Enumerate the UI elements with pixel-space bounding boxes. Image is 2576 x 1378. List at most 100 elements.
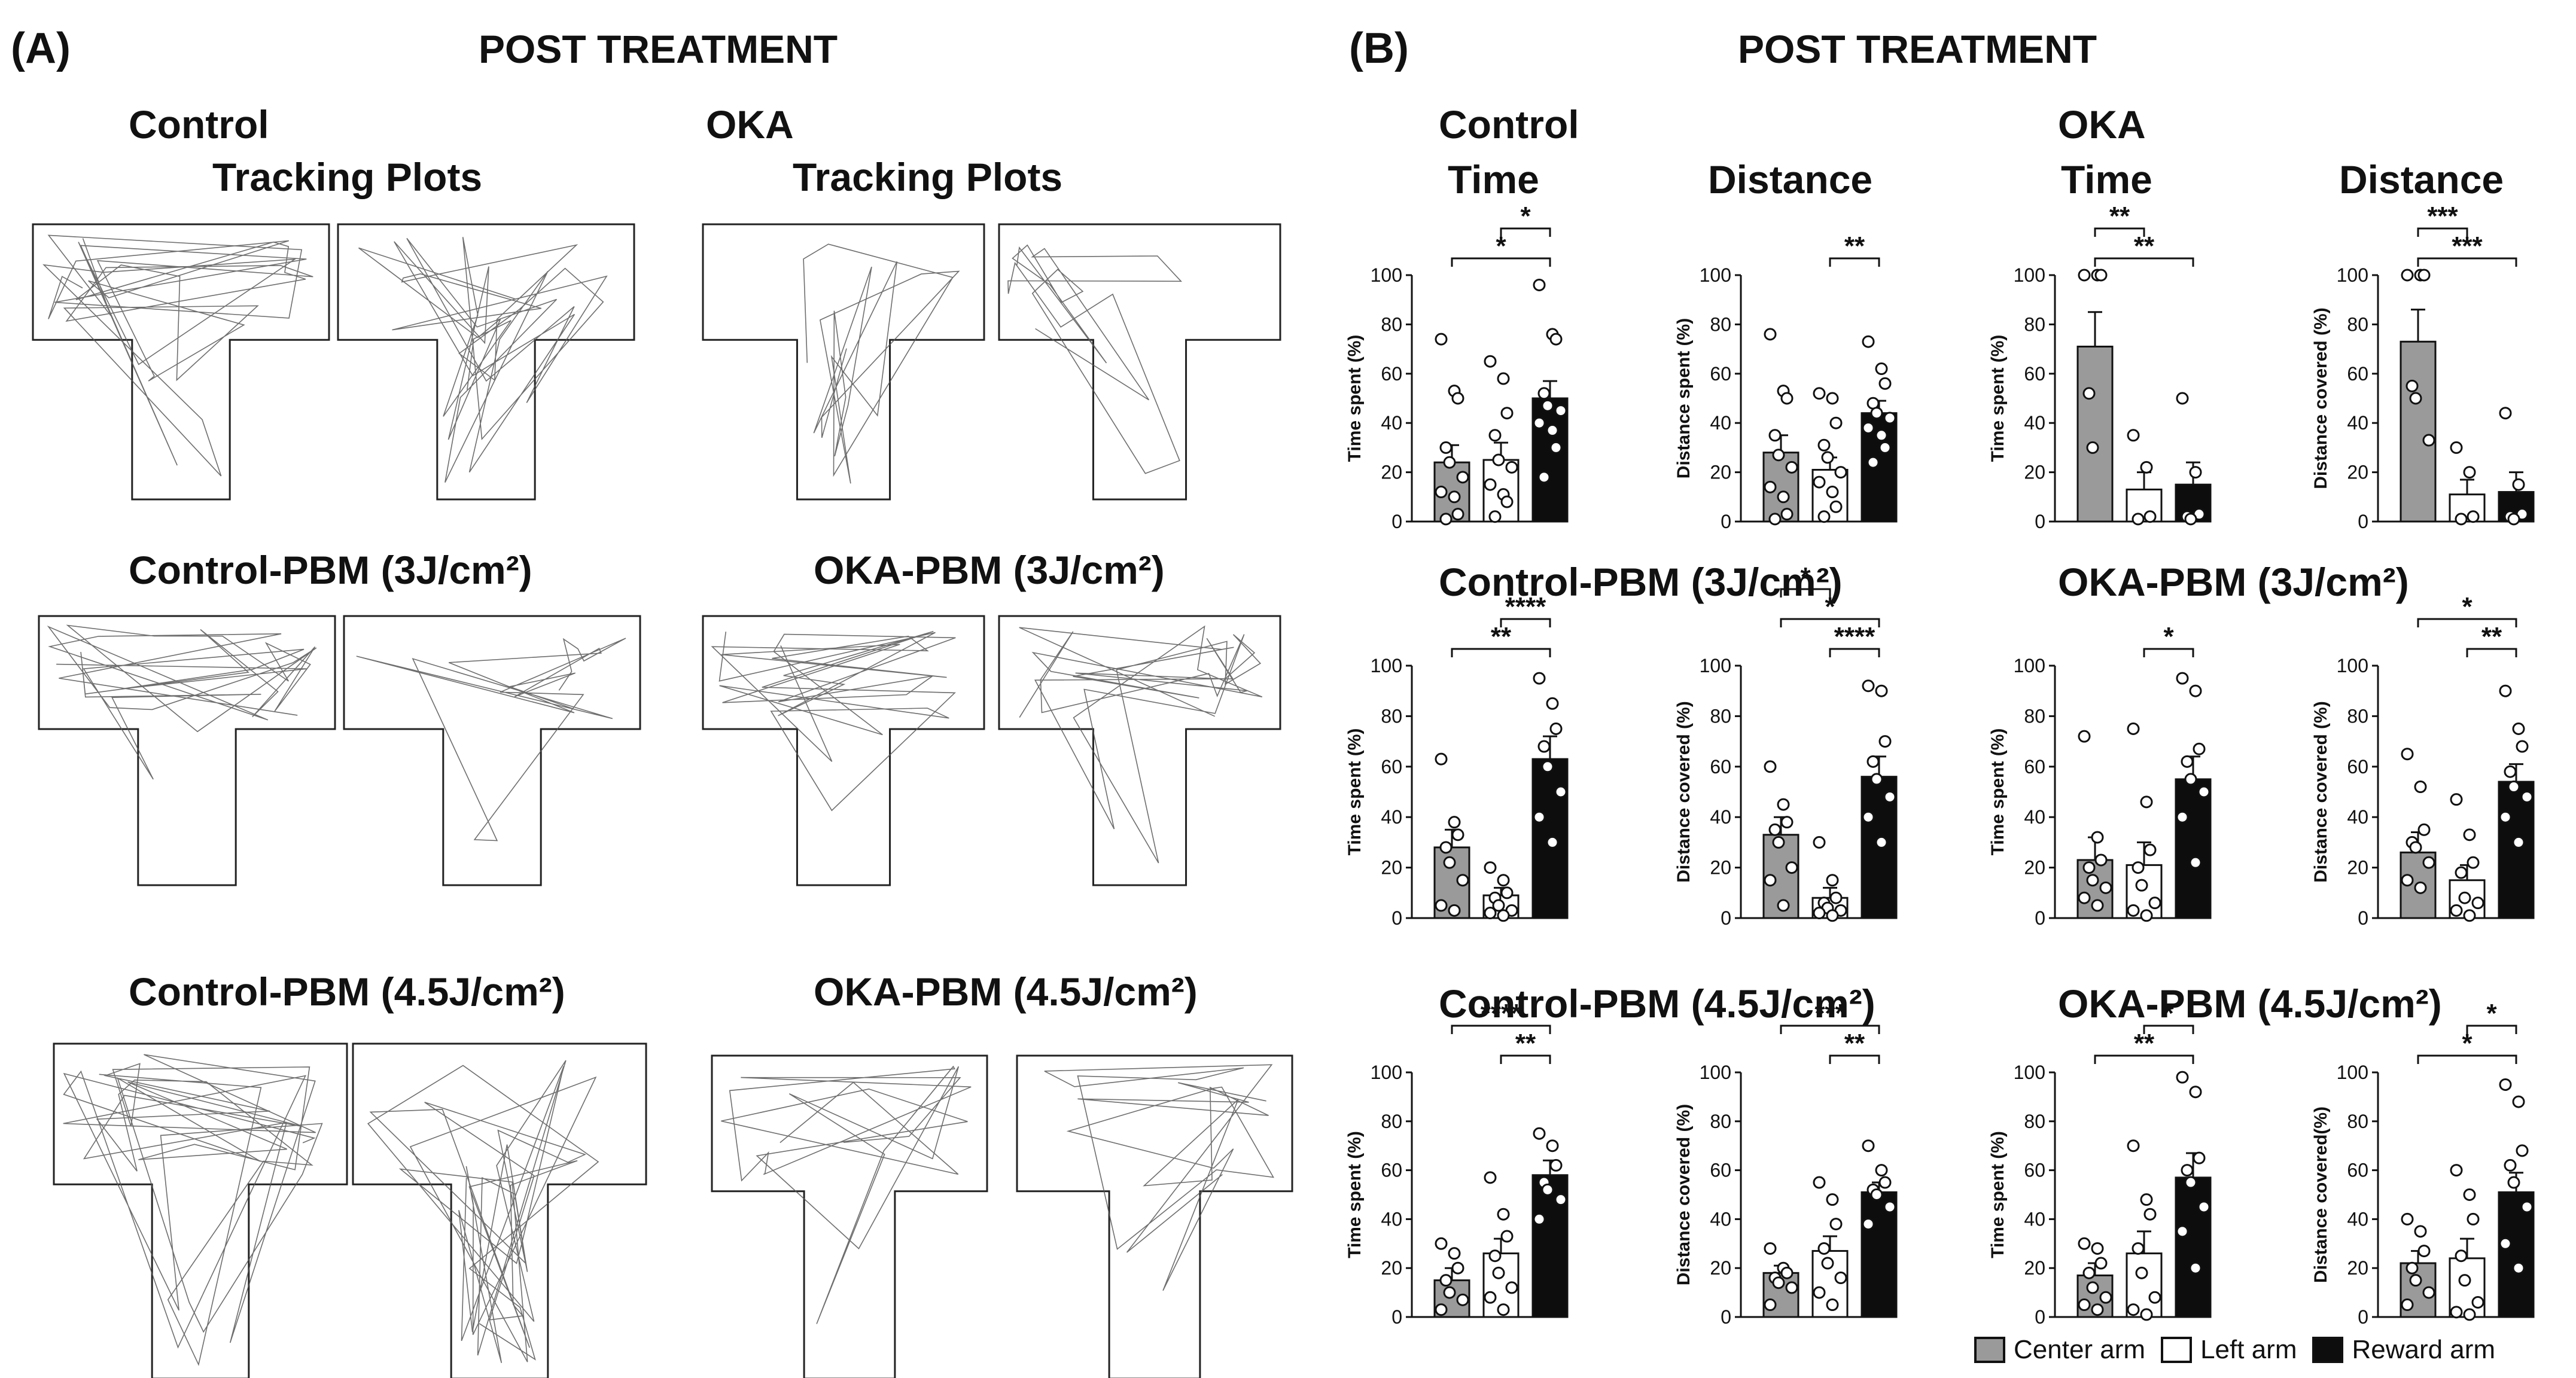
col-time-control: Time: [1448, 157, 1539, 202]
y-tick-label: 100: [1700, 264, 1731, 286]
data-point: [1878, 377, 1892, 390]
data-point: [1497, 1208, 1510, 1221]
data-point: [2417, 1245, 2431, 1258]
y-tick-label: 100: [2014, 264, 2045, 286]
y-tick-label: 100: [2337, 1062, 2368, 1083]
data-point: [2450, 904, 2463, 917]
data-point: [1451, 508, 1464, 521]
tracking-plot-11: [711, 1054, 988, 1378]
data-point: [1541, 399, 1554, 412]
y-tick-label: 80: [1710, 1111, 1731, 1132]
data-point: [2197, 785, 2210, 798]
data-point: [1443, 456, 1456, 469]
data-point: [2082, 1266, 2096, 1279]
data-point: [1878, 441, 1892, 454]
data-point: [1546, 424, 1559, 437]
data-point: [2132, 513, 2145, 526]
data-point: [2458, 1274, 2471, 1287]
data-point: [1500, 886, 1514, 900]
significance-bracket: [2417, 618, 2517, 627]
y-tick-label: 40: [2024, 806, 2045, 828]
significance-bracket: [1451, 257, 1551, 267]
y-tick-label: 60: [1381, 1160, 1402, 1181]
data-point: [1505, 1281, 1518, 1294]
y-tick-label: 0: [1721, 511, 1731, 532]
panel-a-oka-label: OKA: [706, 102, 794, 147]
data-point: [2091, 831, 2104, 844]
data-point: [2422, 856, 2435, 869]
data-point: [2507, 513, 2520, 526]
panel-a-tag: (A): [11, 25, 71, 72]
data-point: [2455, 513, 2468, 526]
data-point: [1862, 335, 1875, 348]
data-point: [1813, 836, 1826, 849]
data-point: [1870, 1188, 1883, 1201]
data-point: [1829, 416, 1843, 429]
bar-reward-arm: [2175, 1176, 2212, 1318]
data-point: [1456, 1293, 1469, 1306]
data-point: [1497, 1303, 1510, 1316]
data-point: [2401, 269, 2414, 282]
y-tick-label: 60: [2024, 756, 2045, 778]
maze-outline: [38, 615, 336, 886]
tracking-path: [1007, 244, 1183, 474]
maze-outline: [702, 223, 985, 501]
data-point: [2504, 1159, 2517, 1172]
data-point: [2127, 1139, 2140, 1153]
data-point: [1533, 1127, 1546, 1140]
tracking-path: [1019, 625, 1263, 864]
y-tick-label: 80: [1381, 705, 1402, 727]
y-axis-label: Distance covered (%): [1674, 1104, 1694, 1285]
data-point: [1505, 461, 1518, 474]
data-point: [1484, 355, 1497, 368]
data-point: [2512, 478, 2525, 491]
data-point: [1554, 785, 1567, 798]
data-point: [2127, 429, 2140, 442]
data-point: [1554, 1193, 1567, 1206]
data-point: [2463, 909, 2476, 922]
data-point: [1764, 760, 1777, 773]
significance-bracket: [1780, 618, 1880, 627]
y-tick-label: 0: [2358, 907, 2368, 929]
data-point: [2181, 755, 2194, 768]
data-point: [1829, 500, 1843, 513]
y-axis-label: Distance covered (%): [2311, 701, 2331, 882]
data-point: [1878, 735, 1892, 748]
data-point: [2189, 856, 2202, 869]
data-point: [1451, 1261, 1464, 1275]
data-point: [2127, 1303, 2140, 1316]
y-tick-label: 80: [2347, 313, 2368, 335]
y-tick-label: 20: [2347, 857, 2368, 879]
y-axis-label: Time spent (%): [1988, 335, 2008, 462]
y-tick-label: 20: [1381, 1257, 1402, 1279]
y-tick-label: 100: [1371, 264, 1402, 286]
data-point: [2507, 781, 2520, 794]
data-point: [1500, 495, 1514, 508]
tracking-path: [1044, 1064, 1274, 1291]
data-point: [1764, 1298, 1777, 1312]
data-point: [2507, 1176, 2520, 1189]
significance-label: **: [1844, 1029, 1865, 1058]
data-point: [1777, 490, 1790, 504]
data-point: [2450, 1306, 2463, 1319]
col-distance-control: Distance: [1708, 157, 1873, 202]
data-point: [2148, 1291, 2161, 1304]
data-point: [1813, 1286, 1826, 1299]
panel-b-oka-pbm3-title: OKA-PBM (3J/cm²): [2058, 560, 2409, 604]
panel-a-oka-pbm3-title: OKA-PBM (3J/cm²): [814, 548, 1165, 592]
data-point: [1777, 899, 1790, 912]
significance-label: *: [1520, 202, 1531, 231]
y-tick-label: 40: [2024, 412, 2045, 434]
data-point: [1533, 416, 1546, 429]
data-point: [1813, 907, 1826, 920]
data-point: [2197, 1200, 2210, 1214]
tracking-path: [367, 1060, 599, 1364]
data-point: [2417, 823, 2431, 836]
maze-outline: [343, 615, 641, 886]
data-point: [2078, 269, 2091, 282]
data-point: [1813, 1176, 1826, 1189]
tracking-path: [63, 1054, 323, 1367]
data-point: [1764, 874, 1777, 887]
data-point: [2450, 441, 2463, 454]
